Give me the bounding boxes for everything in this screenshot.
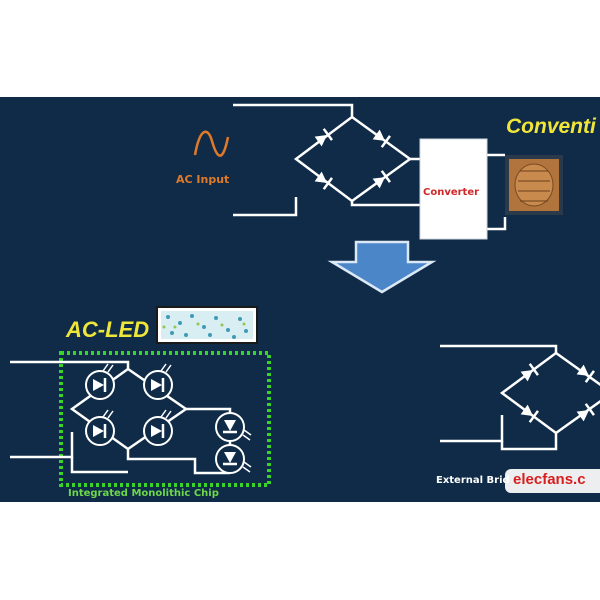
led-chip-photo-icon bbox=[505, 155, 563, 215]
ac-input-label: AC Input bbox=[176, 173, 230, 186]
bridge-diodes-top bbox=[312, 127, 392, 191]
led-icon bbox=[84, 408, 116, 447]
diode-icon bbox=[518, 402, 540, 424]
integrated-chip-border bbox=[59, 351, 271, 487]
converter-box bbox=[419, 138, 488, 240]
down-arrow-icon bbox=[327, 240, 437, 294]
ac-led-heading: AC-LED bbox=[66, 317, 150, 342]
led-array-icon bbox=[156, 306, 258, 344]
conventional-heading: Conventi bbox=[506, 115, 596, 138]
led-icon bbox=[214, 443, 253, 475]
external-bridge-label: External Brid bbox=[436, 475, 510, 486]
external-bridge-circuit bbox=[440, 344, 600, 451]
bridge-diodes-external bbox=[518, 362, 596, 424]
integrated-chip-label: Integrated Monolithic Chip bbox=[68, 488, 219, 499]
converter-label: Converter bbox=[423, 187, 480, 198]
diode-icon bbox=[518, 362, 540, 384]
led-icon bbox=[84, 362, 116, 401]
led-icon bbox=[214, 411, 253, 443]
diode-icon bbox=[370, 169, 392, 191]
diagram-panel: AC Input Conventi Converter AC-LED Integ… bbox=[0, 97, 600, 502]
circuit-diagram bbox=[10, 103, 600, 487]
ac-led-circuit bbox=[10, 360, 232, 475]
diode-icon bbox=[370, 127, 392, 149]
watermark-text: elecfans.c bbox=[513, 471, 586, 488]
conventional-circuit bbox=[233, 103, 507, 231]
ac-led-array bbox=[84, 362, 253, 475]
led-icon bbox=[142, 362, 174, 401]
watermark: elecfans.c bbox=[505, 469, 600, 493]
led-icon bbox=[142, 408, 174, 447]
sine-wave-icon bbox=[193, 130, 230, 157]
